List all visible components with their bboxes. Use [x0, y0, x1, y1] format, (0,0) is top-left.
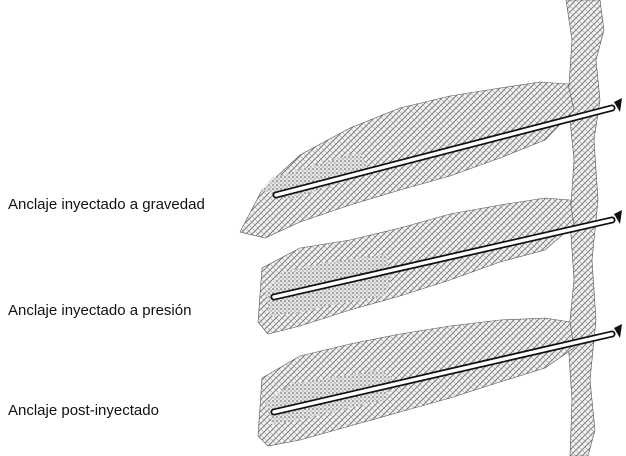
anchor-head-gravity [614, 98, 622, 112]
label-post-anchor: Anclaje post-inyectado [8, 402, 159, 419]
anchor-head-post [614, 324, 622, 338]
label-pressure-anchor: Anclaje inyectado a presión [8, 302, 191, 319]
label-gravity-anchor: Anclaje inyectado a gravedad [8, 196, 205, 213]
anchor-head-pressure [614, 210, 622, 224]
